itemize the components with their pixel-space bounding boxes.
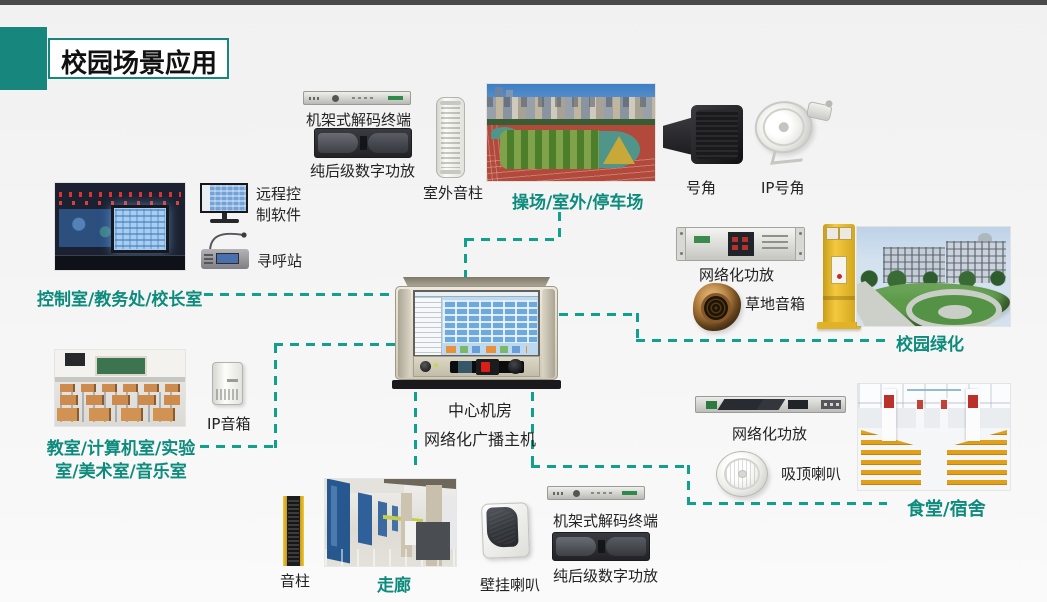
ip-pole-speaker: [817, 224, 861, 329]
connector-greenery-v: [636, 313, 639, 342]
connector-canteen-v2: [687, 465, 690, 505]
outdoor-sound-column-label: 室外音柱: [423, 184, 484, 202]
rack-decoder-terminal-top: [303, 91, 411, 105]
sound-column: [283, 496, 304, 566]
ip-speaker-label: IP音箱: [207, 415, 251, 433]
classroom-zone-label: 教室/计算机室/实验 室/美术室/音乐室: [46, 439, 196, 482]
paging-station: [201, 227, 253, 269]
canteen-zone-label: 食堂/宿舍: [907, 499, 986, 520]
lawn-speaker: [693, 283, 741, 331]
campus-greenery-photo: [857, 227, 1010, 326]
connector-playground-v2: [464, 238, 467, 278]
network-amplifier-right-label: 网络化功放: [699, 266, 775, 284]
ceiling-speaker: [716, 451, 768, 497]
remote-control-monitor: [200, 183, 248, 223]
connector-greenery-h2: [636, 339, 888, 342]
digital-amplifier-top: [314, 128, 412, 158]
accent-square: [0, 27, 47, 90]
corridor-photo: [325, 479, 456, 566]
horn-label: 号角: [686, 179, 717, 197]
connector-playground-v1: [558, 212, 561, 241]
page-title: 校园场景应用: [61, 49, 218, 79]
connector-canteen-h1: [531, 465, 690, 468]
control-zone-label: 控制室/教务处/校长室: [37, 290, 203, 310]
greenery-zone-label: 校园绿化: [896, 335, 964, 355]
ceiling-speaker-label: 吸顶喇叭: [781, 465, 842, 483]
digital-amplifier-top-label: 纯后级数字功放: [310, 162, 416, 180]
connector-classroom-h2: [274, 343, 396, 346]
paging-station-label: 寻呼站: [257, 252, 303, 270]
rack-decoder-top-label: 机架式解码终端: [306, 111, 412, 129]
top-bar: [0, 0, 1047, 5]
wall-speaker: [481, 502, 530, 559]
ip-speaker: [212, 362, 243, 405]
network-amplifier-right: [676, 227, 805, 261]
network-amplifier-bottom-label: 网络化功放: [732, 425, 808, 443]
canteen-photo: [858, 384, 1010, 490]
connector-corridor-v: [414, 392, 417, 472]
connector-classroom-h1: [200, 445, 278, 448]
sound-column-label: 音柱: [280, 572, 311, 590]
connector-classroom-v: [274, 344, 277, 448]
horn-speaker: [663, 102, 743, 168]
playground-zone-label: 操场/室外/停车场: [512, 193, 644, 213]
wall-speaker-label: 壁挂喇叭: [480, 576, 541, 594]
lawn-speaker-label: 草地音箱: [745, 295, 806, 313]
digital-amplifier-bottom-label: 纯后级数字功放: [553, 567, 659, 585]
connector-greenery-h1: [559, 313, 639, 316]
digital-amplifier-bottom: [552, 532, 650, 561]
connector-canteen-h2: [687, 502, 887, 505]
ip-horn-speaker: [752, 94, 838, 165]
connector-control: [204, 293, 396, 296]
rack-decoder-terminal-bottom: [547, 486, 645, 500]
center-labels: 中心机房 网络化广播主机: [400, 397, 560, 450]
center-room-label: 中心机房: [447, 401, 512, 420]
control-room-photo: [55, 183, 185, 270]
remote-software-label: 远程控制软件: [256, 185, 302, 224]
connector-canteen-v1: [531, 392, 534, 468]
ip-horn-label: IP号角: [761, 179, 805, 197]
center-host-label: 网络化广播主机: [423, 430, 536, 449]
playground-photo: [487, 84, 655, 181]
classroom-photo: [55, 350, 185, 426]
corridor-zone-label: 走廊: [377, 576, 411, 596]
connector-playground-h: [465, 238, 561, 241]
broadcast-host-device: [392, 277, 561, 389]
title-box: 校园场景应用: [48, 38, 229, 79]
network-amplifier-bottom: [695, 396, 846, 413]
outdoor-sound-column: [436, 97, 465, 178]
rack-decoder-bottom-label: 机架式解码终端: [553, 512, 659, 530]
